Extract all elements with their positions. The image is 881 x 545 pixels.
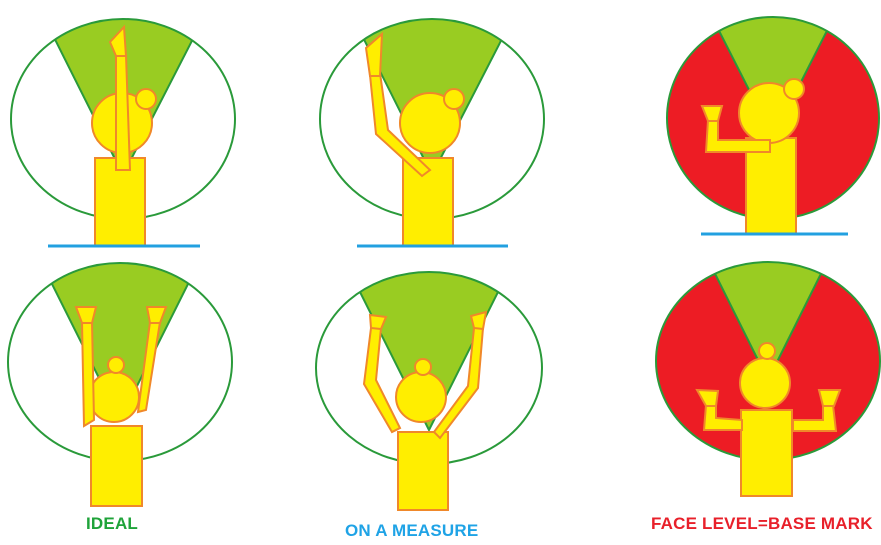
- figure-body: [362, 310, 488, 511]
- caption-face-level-base-mark: FACE LEVEL=BASE MARK: [651, 514, 873, 533]
- figure-body: [74, 306, 168, 507]
- caption-ideal: IDEAL: [86, 514, 138, 533]
- panel-measure-two-arms: [315, 271, 543, 511]
- figure-body: [700, 78, 805, 235]
- figure-body: [695, 342, 842, 497]
- figure-body: [91, 24, 157, 247]
- panel-measure-one-arm: [319, 18, 545, 248]
- panel-ideal-two-arms: [7, 262, 233, 507]
- panel-face-level-one-arm: [666, 16, 880, 236]
- panel-face-level-two-arms: [655, 261, 881, 497]
- figure-body: [364, 31, 465, 247]
- panel-ideal-one-arm: [10, 18, 236, 248]
- caption-on-a-measure: ON A MEASURE: [345, 521, 479, 540]
